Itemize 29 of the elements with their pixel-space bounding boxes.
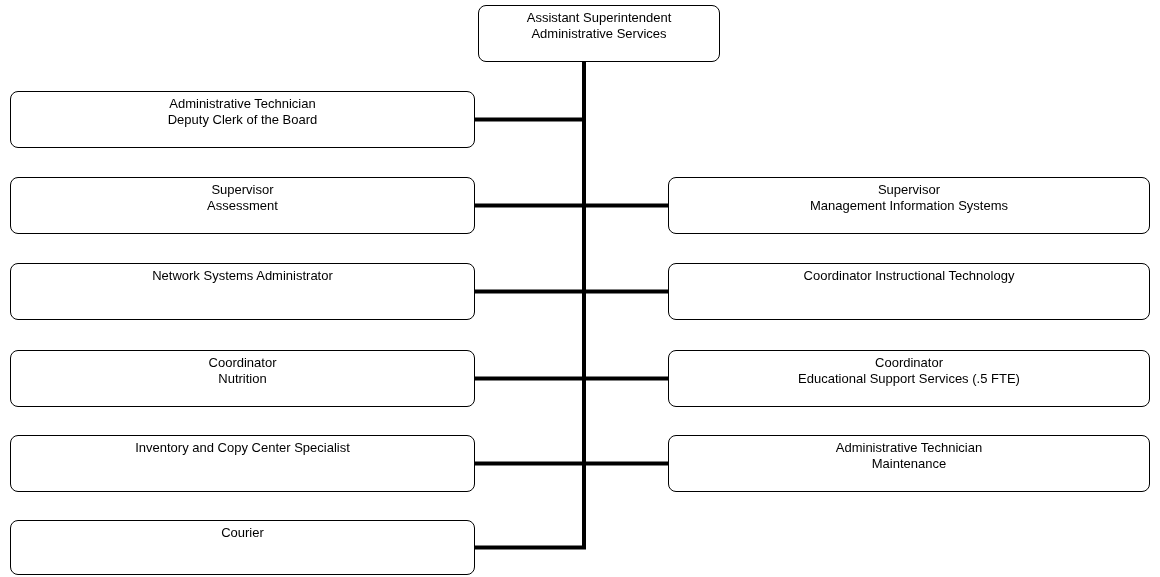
position-box (668, 263, 1150, 320)
position-box (478, 5, 720, 62)
position-title: Nutrition (218, 371, 267, 387)
position-box (668, 350, 1150, 407)
position-title: Supervisor (877, 182, 941, 198)
position-box (10, 177, 475, 234)
position-title: Coordinator (208, 355, 277, 371)
position-title: Assessment (207, 198, 278, 214)
position-title: Administrative Technician (169, 96, 316, 112)
position-title: Supervisor (211, 182, 274, 198)
position-title: Administrative Technician (835, 440, 983, 456)
position-title: Educational Support Services (.5 FTE) (798, 371, 1020, 387)
position-title: Deputy Clerk of the Board (167, 112, 318, 128)
position-title: Assistant Superintendent (526, 10, 672, 26)
position-title: Management Information Systems (810, 198, 1008, 214)
position-title: Administrative Services (531, 26, 667, 42)
position-box (668, 435, 1150, 492)
position-title: Courier (221, 525, 264, 541)
position-title: Inventory and Copy Center Specialist (135, 440, 350, 456)
position-box (10, 91, 475, 148)
position-title: Maintenance (871, 456, 947, 472)
position-box (10, 350, 475, 407)
position-box (10, 435, 475, 492)
position-title: Coordinator (875, 355, 943, 371)
position-title: Network Systems Administrator (152, 268, 333, 284)
position-box (10, 263, 475, 320)
position-box (10, 520, 475, 575)
position-title: Coordinator Instructional Technology (803, 268, 1015, 284)
position-box (668, 177, 1150, 234)
